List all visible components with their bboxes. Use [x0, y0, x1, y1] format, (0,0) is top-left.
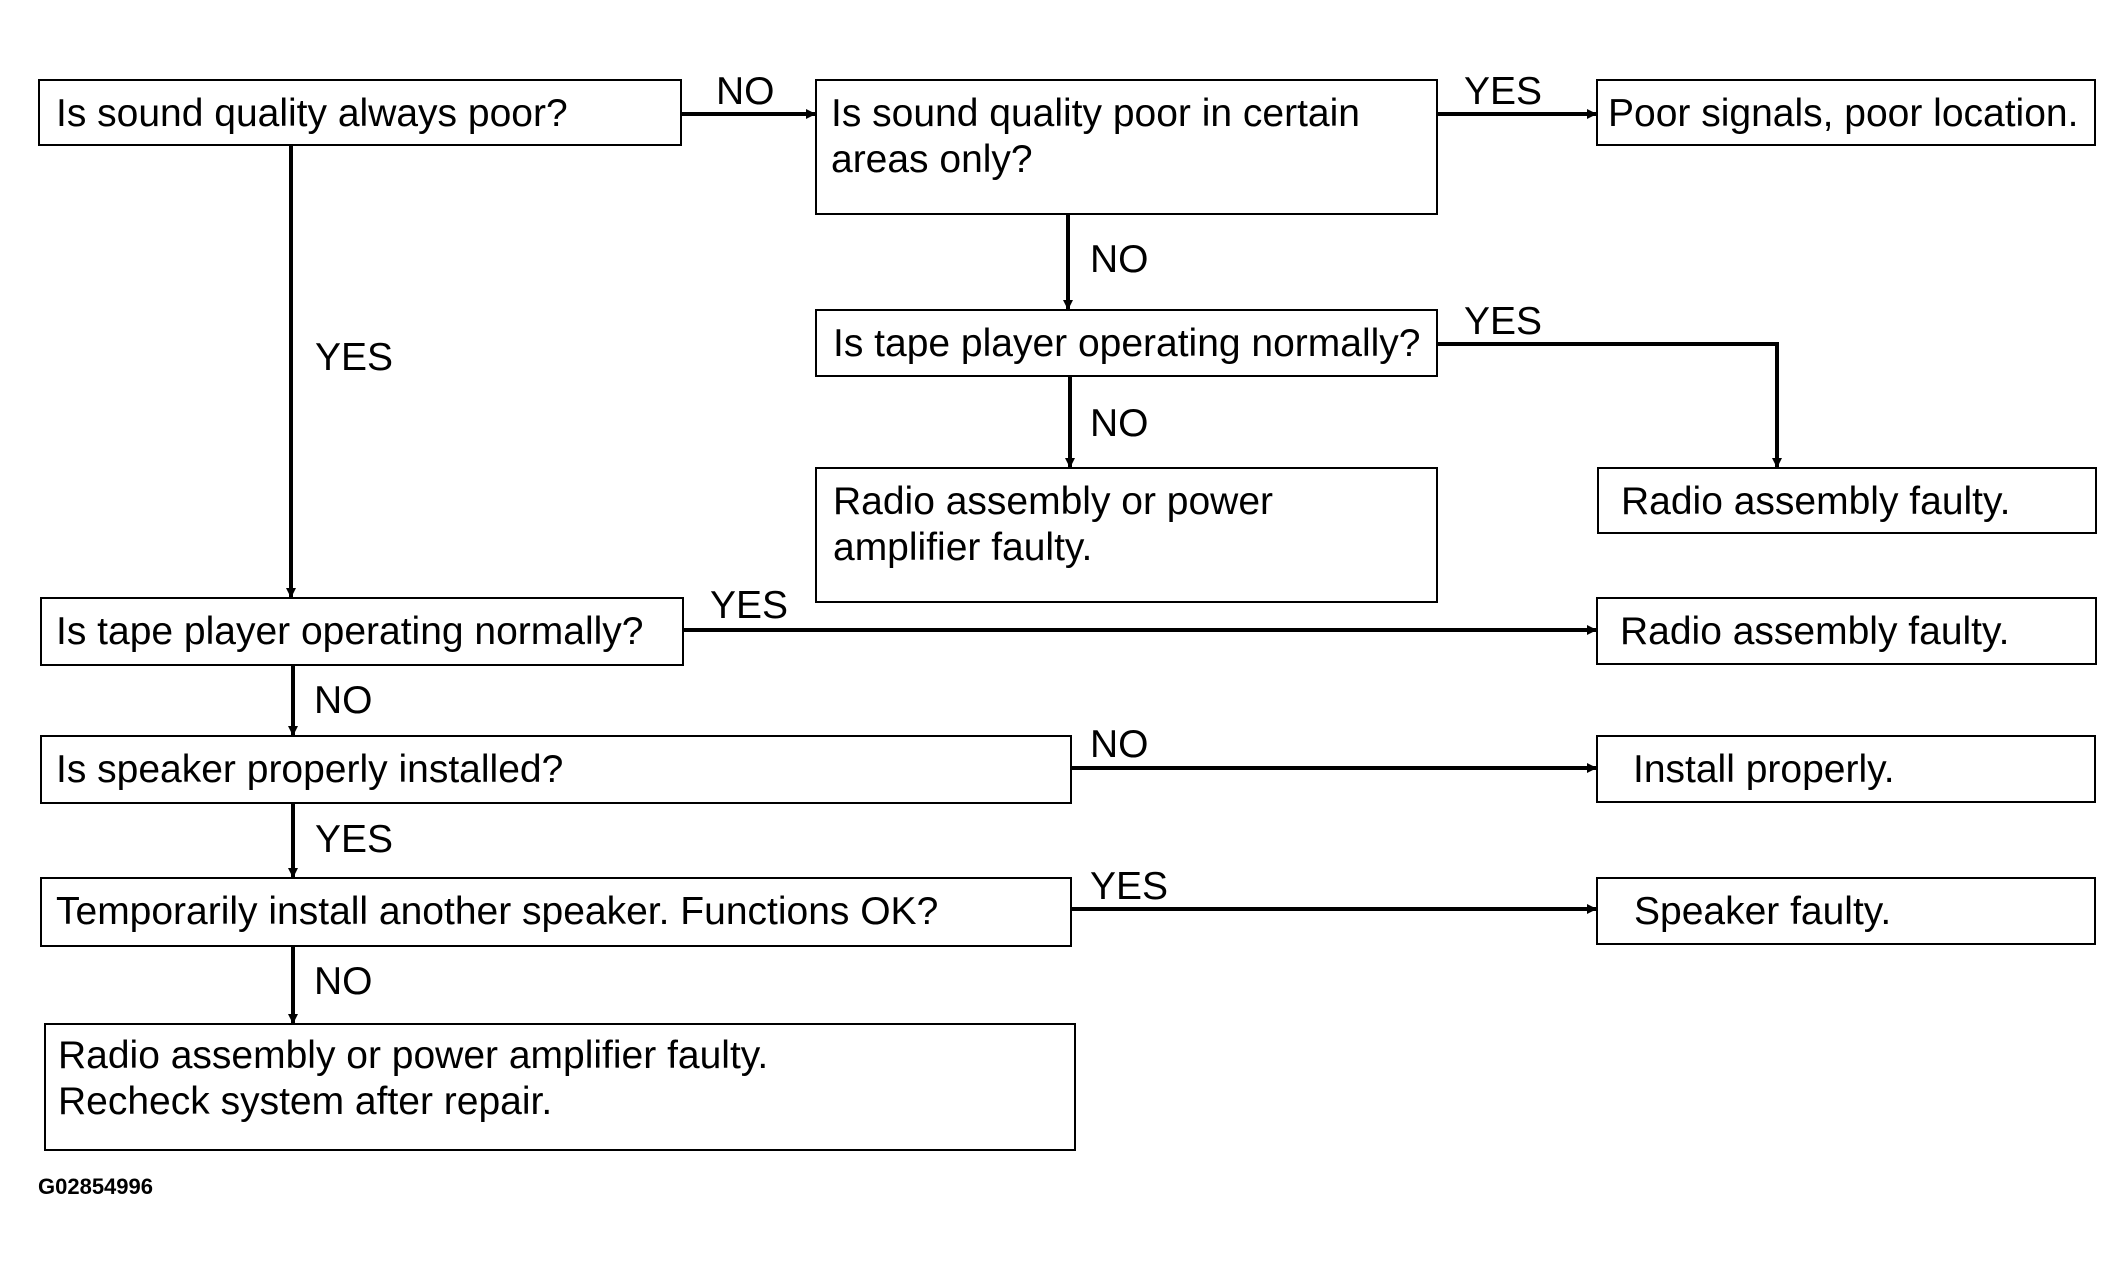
- box-text: Radio assembly faulty.: [1620, 610, 2010, 653]
- figure-code: G02854996: [38, 1174, 153, 1199]
- arrow-yes-to-radio-faulty-upper: [1438, 342, 1782, 468]
- box-tape-normal-lower: Is tape player operating normally?: [40, 597, 684, 666]
- box-text: Install properly.: [1633, 748, 1895, 791]
- box-radio-amp-final: Radio assembly or power amplifier faulty…: [44, 1023, 1076, 1151]
- box-speaker-faulty: Speaker faulty.: [1596, 877, 2096, 945]
- box-text: Is speaker properly installed?: [56, 748, 564, 791]
- box-text-line-1: Radio assembly or power amplifier faulty…: [58, 1034, 769, 1077]
- box-text: Radio assembly faulty.: [1621, 480, 2011, 523]
- label-yes-top: YES: [1464, 70, 1543, 113]
- label-no-speaker: NO: [1090, 723, 1149, 766]
- box-sound-always-poor: Is sound quality always poor?: [38, 79, 682, 146]
- box-text-line-1: Is sound quality poor in certain: [831, 92, 1360, 135]
- box-text-line-2: areas only?: [831, 138, 1033, 181]
- box-poor-signals: Poor signals, poor location.: [1596, 79, 2096, 146]
- label-no-tape-lower: NO: [314, 679, 373, 722]
- box-text-line-1: Radio assembly or power: [833, 480, 1274, 523]
- box-radio-amp-faulty-upper: Radio assembly or power amplifier faulty…: [815, 467, 1438, 603]
- box-text-line-2: Recheck system after repair.: [58, 1080, 553, 1123]
- box-tape-normal-upper: Is tape player operating normally?: [815, 309, 1438, 377]
- box-text: Is sound quality always poor?: [56, 92, 568, 135]
- box-text: Temporarily install another speaker. Fun…: [56, 890, 939, 933]
- box-text-line-2: amplifier faulty.: [833, 526, 1093, 569]
- box-sound-poor-certain-areas: Is sound quality poor in certain areas o…: [815, 79, 1438, 215]
- box-text: Is tape player operating normally?: [833, 322, 1421, 365]
- label-no-tape-upper: NO: [1090, 402, 1149, 445]
- label-no-mid: NO: [1090, 238, 1149, 281]
- label-yes-tape-upper: YES: [1464, 300, 1543, 343]
- box-temp-speaker: Temporarily install another speaker. Fun…: [40, 877, 1072, 947]
- box-text: Speaker faulty.: [1634, 890, 1892, 933]
- box-text: Is tape player operating normally?: [56, 610, 644, 653]
- box-radio-faulty-lower: Radio assembly faulty.: [1596, 597, 2097, 665]
- label-yes-speaker: YES: [315, 818, 394, 861]
- box-radio-faulty-upper: Radio assembly faulty.: [1597, 467, 2097, 534]
- label-yes-left: YES: [315, 336, 394, 379]
- label-yes-tape-lower: YES: [710, 584, 789, 627]
- label-yes-temp: YES: [1090, 865, 1169, 908]
- box-speaker-installed: Is speaker properly installed?: [40, 735, 1072, 804]
- box-text: Poor signals, poor location.: [1608, 92, 2079, 135]
- label-no-temp: NO: [314, 960, 373, 1003]
- label-no-top: NO: [716, 70, 775, 113]
- box-install-properly: Install properly.: [1596, 735, 2096, 803]
